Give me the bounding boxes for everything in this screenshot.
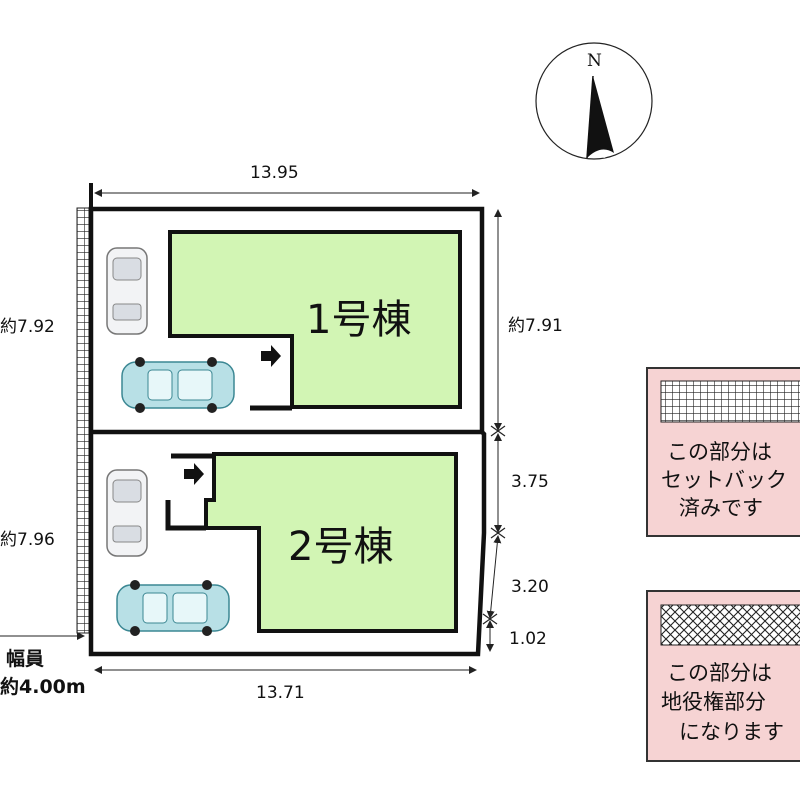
road-width-label-1: 幅員 <box>6 647 44 670</box>
car-icon <box>121 357 235 413</box>
legend-easement-line2: 地役権部分 <box>661 690 766 714</box>
right-a-label: 3.75 <box>511 472 549 492</box>
legend-setback-line1: この部分は <box>667 440 772 464</box>
legend-easement-line1: この部分は <box>667 661 772 685</box>
building-1-label: 1号棟 <box>306 297 411 343</box>
legend-setback: この部分は セットバック 済みです <box>646 367 800 537</box>
legend-setback-line3: 済みです <box>679 496 763 520</box>
setback-strip-west <box>76 207 90 634</box>
right-c-label: 1.02 <box>509 629 547 649</box>
left-lot1-label: 約7.92 <box>0 317 55 337</box>
right-b-label: 3.20 <box>511 577 549 597</box>
legend-grid-swatch <box>660 380 800 423</box>
right-lot1-label: 約7.91 <box>508 316 563 336</box>
bottom-width-label: 13.71 <box>256 683 305 703</box>
entrance-arrow-icon-2 <box>184 463 204 485</box>
car-icon <box>106 469 148 557</box>
top-width-label: 13.95 <box>250 163 299 183</box>
legend-cross-swatch <box>660 604 800 646</box>
car-icon <box>106 247 148 335</box>
north-label: N <box>587 51 602 71</box>
building-2-label: 2号棟 <box>288 524 393 570</box>
entrance-arrow-icon-1 <box>261 345 281 367</box>
compass: N <box>535 42 653 160</box>
legend-easement-line3: になります <box>679 720 784 744</box>
legend-setback-line2: セットバック <box>661 468 787 492</box>
left-lot2-label: 約7.96 <box>0 530 55 550</box>
building-2-footprint <box>204 452 458 633</box>
legend-easement: この部分は 地役権部分 になります <box>646 590 800 762</box>
car-icon <box>116 580 230 636</box>
north-arrow-icon <box>587 76 614 158</box>
road-width-label-2: 約4.00m <box>0 675 86 698</box>
